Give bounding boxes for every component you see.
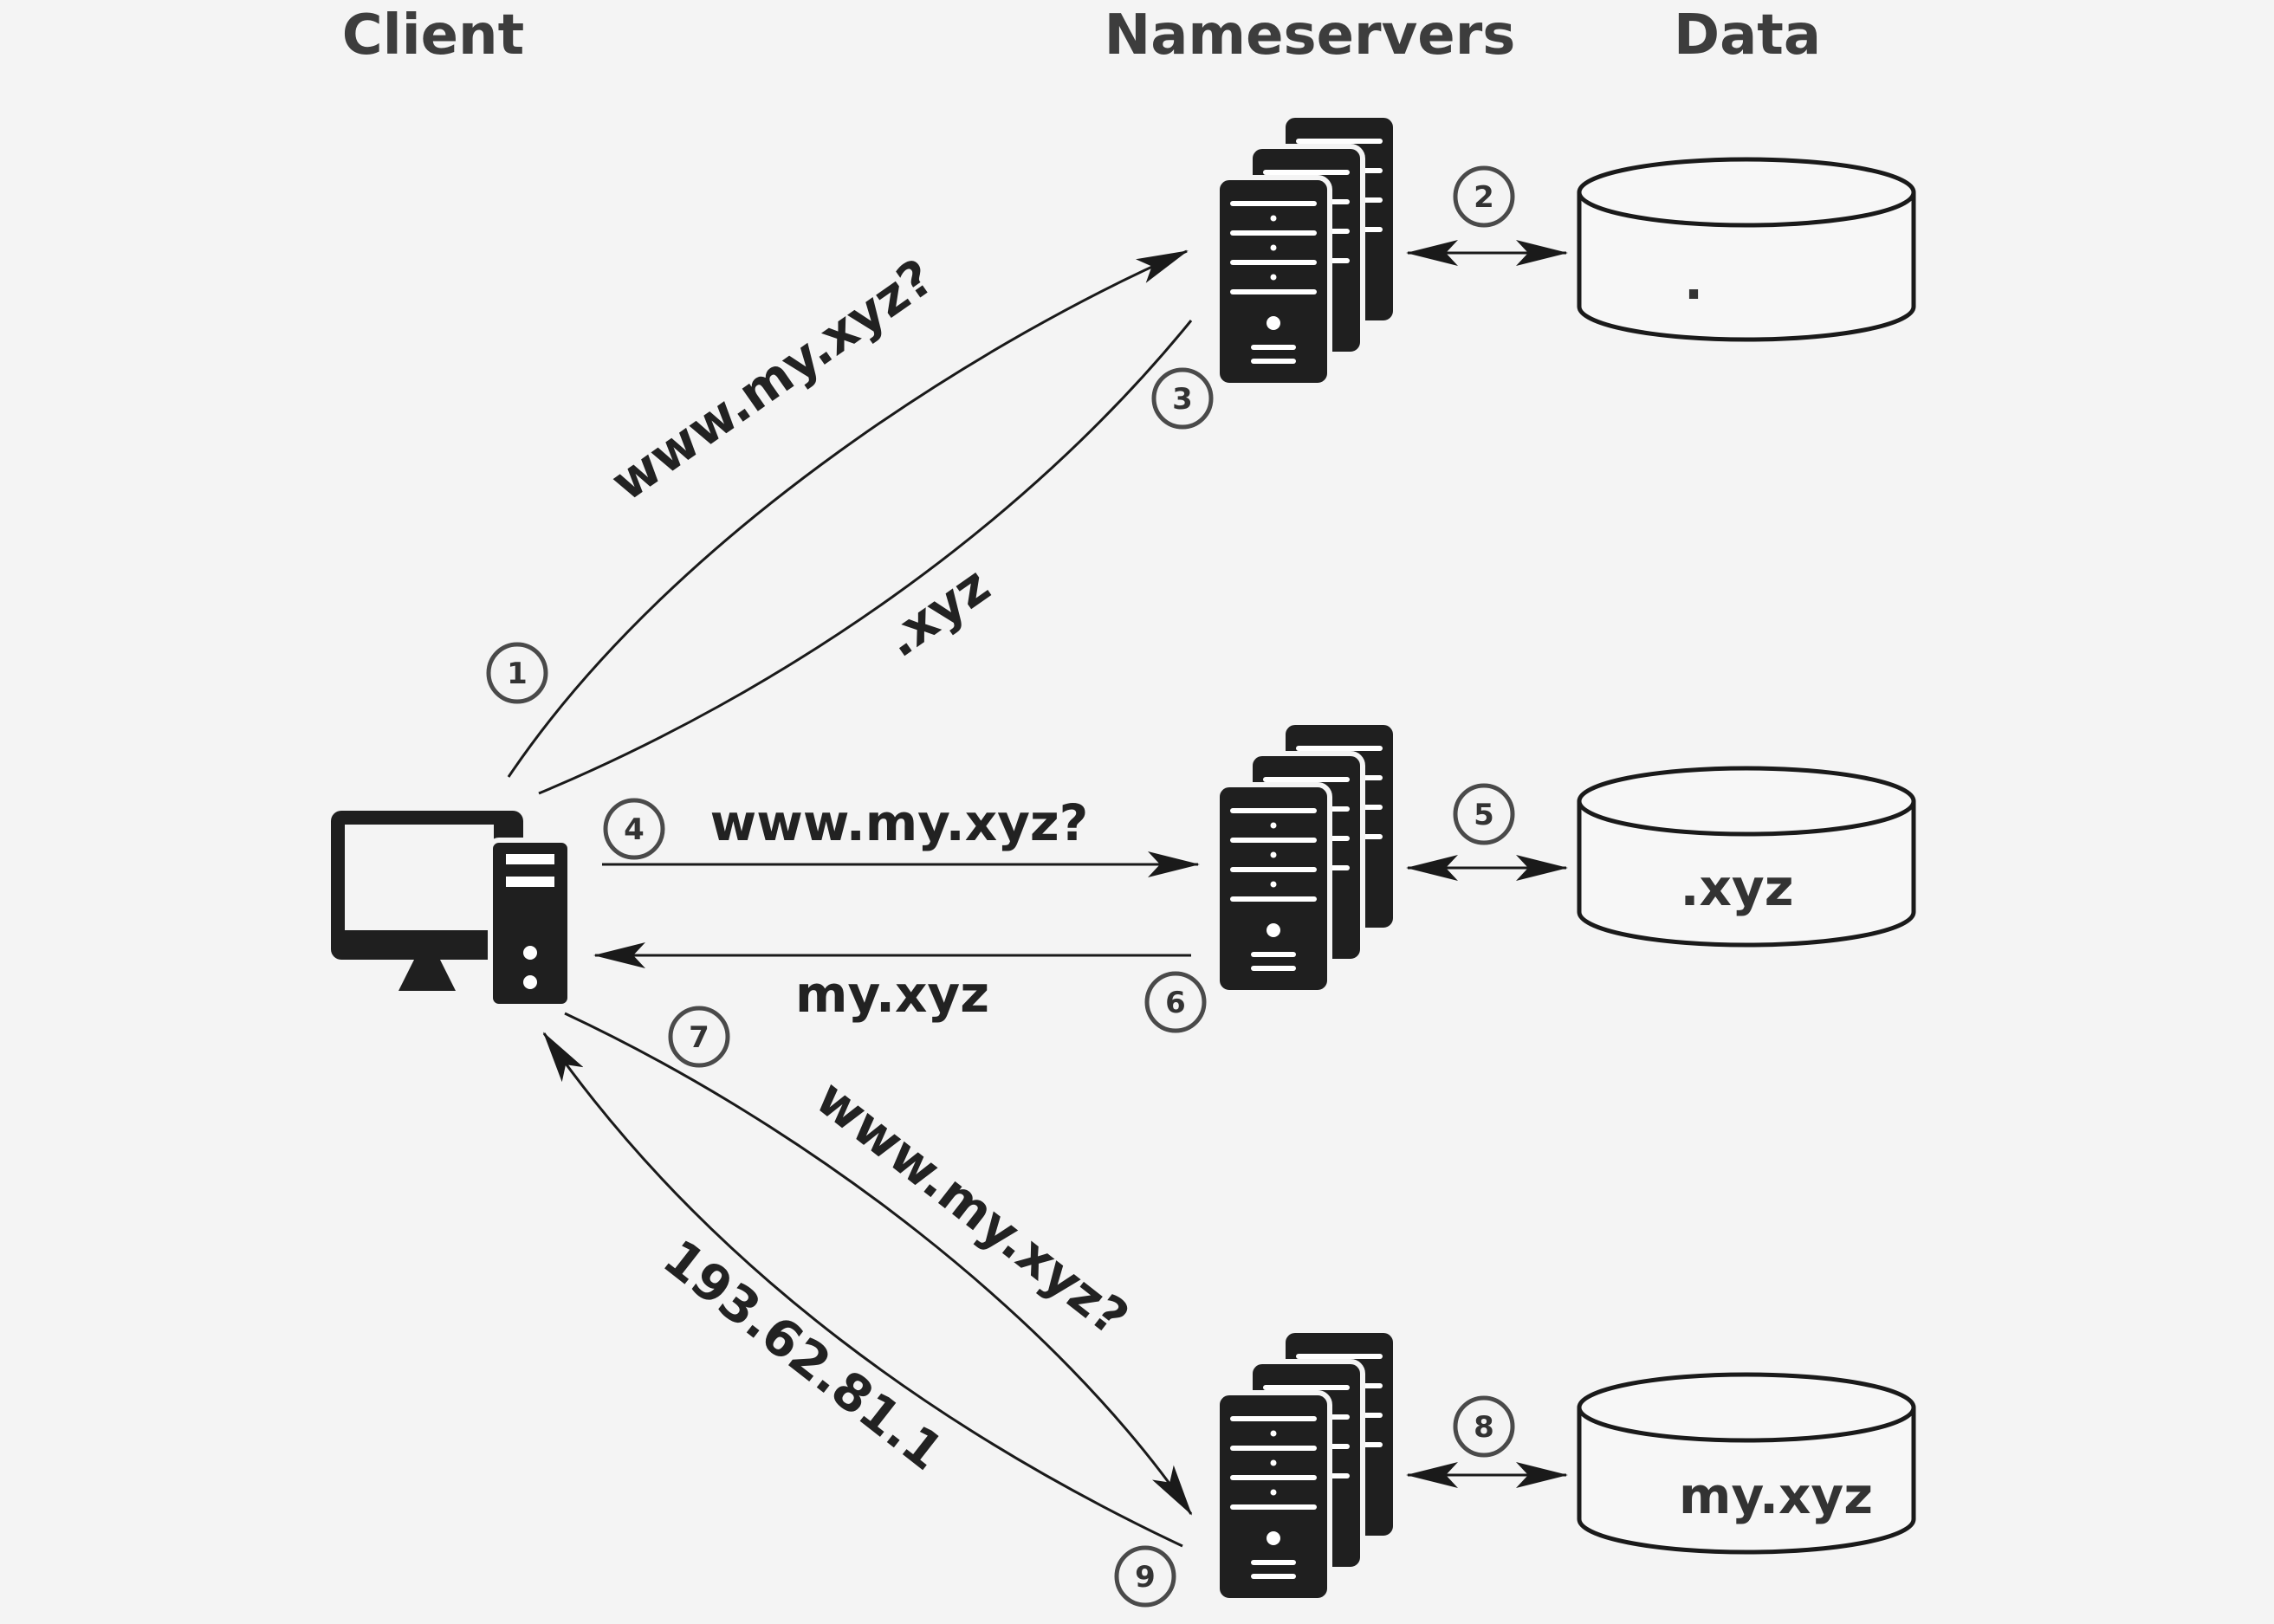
label-query-domain: www.my.xyz?: [805, 1068, 1139, 1347]
svg-text:6: 6: [1165, 986, 1186, 1020]
step-marker-5: 5: [1453, 783, 1515, 845]
svg-text:8: 8: [1474, 1410, 1494, 1445]
step-marker-7: 7: [668, 1006, 730, 1068]
step-marker-4: 4: [603, 798, 665, 860]
database-tld-label: .xyz: [1680, 858, 1793, 917]
step-marker-6: 6: [1144, 971, 1207, 1033]
database-domain-label: my.xyz: [1679, 1466, 1873, 1525]
label-response-tld: my.xyz: [795, 965, 989, 1024]
header-data: Data: [1674, 3, 1821, 68]
svg-text:2: 2: [1474, 180, 1494, 215]
svg-text:1: 1: [507, 657, 528, 691]
header-client: Client: [342, 3, 524, 68]
database-domain: my.xyz: [1577, 1372, 1916, 1555]
nameserver-tld-icon: [1217, 722, 1396, 993]
nameserver-root-icon: [1217, 115, 1396, 385]
database-tld: .xyz: [1577, 766, 1916, 948]
label-response-domain: 193.62.81.1: [652, 1228, 954, 1482]
arrow-query-root: [507, 249, 1189, 778]
database-root: .: [1577, 157, 1916, 342]
arrow-query-domain: [564, 1012, 1193, 1516]
step-marker-9: 9: [1114, 1545, 1176, 1608]
svg-text:7: 7: [689, 1020, 709, 1055]
header-nameservers: Nameservers: [1105, 3, 1516, 68]
nameserver-domain-icon: [1217, 1330, 1396, 1601]
step-marker-2: 2: [1453, 165, 1515, 228]
step-marker-1: 1: [486, 642, 548, 704]
svg-text:9: 9: [1135, 1560, 1156, 1595]
step-marker-8: 8: [1453, 1395, 1515, 1458]
svg-text:4: 4: [624, 812, 645, 847]
line-response-root: [538, 320, 1193, 795]
step-marker-3: 3: [1151, 367, 1214, 430]
arrow-response-domain: [542, 1032, 1183, 1548]
svg-text:5: 5: [1474, 798, 1494, 832]
label-response-root: .xyz: [873, 555, 1000, 669]
database-root-label: .: [1684, 252, 1703, 311]
svg-text:3: 3: [1172, 382, 1193, 417]
desktop-computer-icon: [331, 811, 573, 1009]
label-query-root: www.my.xyz?: [600, 248, 944, 513]
label-query-tld: www.my.xyz?: [710, 793, 1089, 852]
